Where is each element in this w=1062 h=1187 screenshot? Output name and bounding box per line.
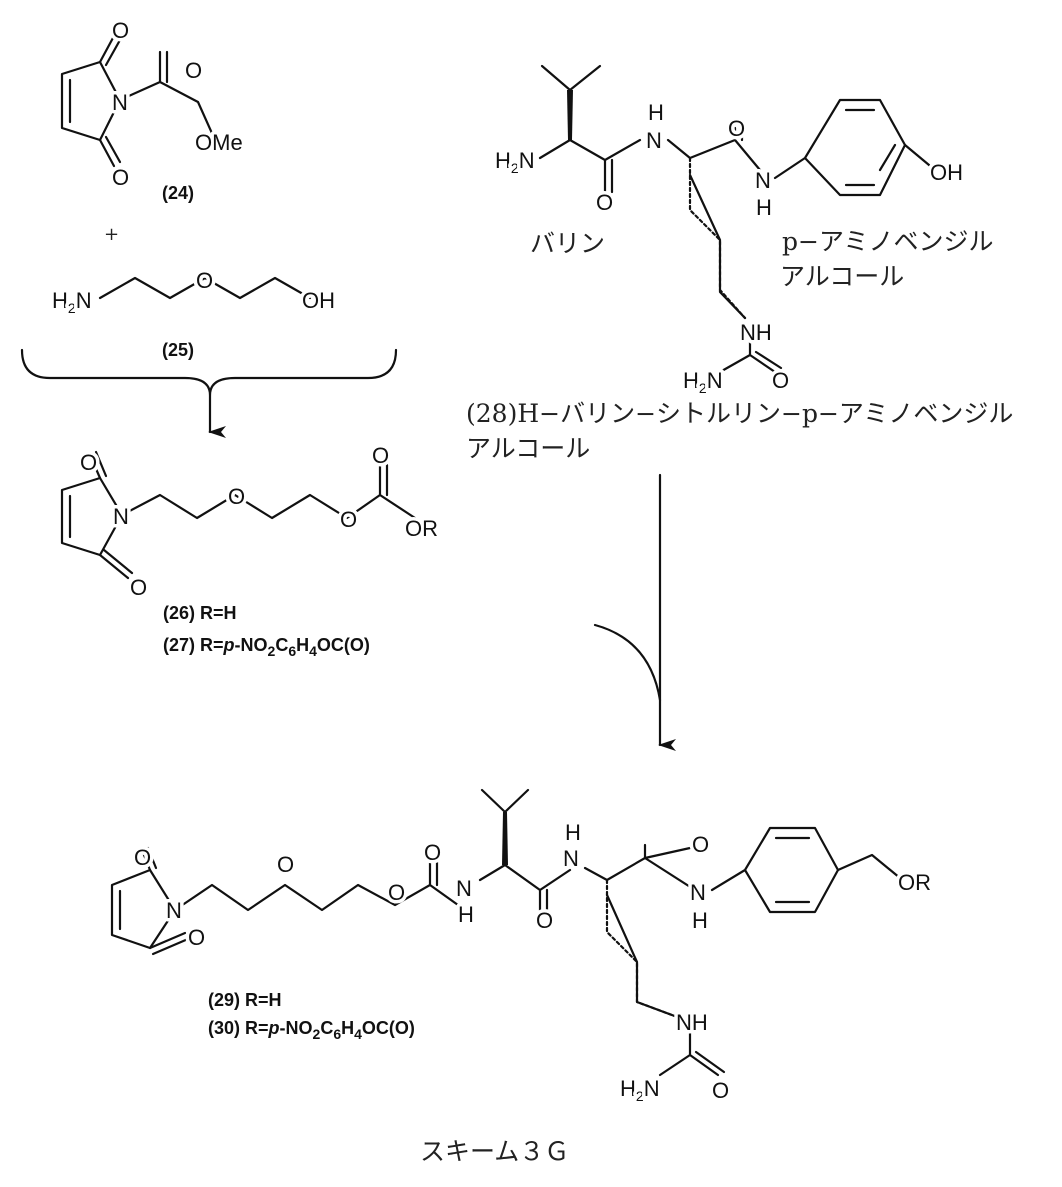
svg-text:バリン: バリン — [530, 229, 605, 258]
svg-text:H2N: H2N — [683, 368, 723, 396]
svg-text:H2N: H2N — [620, 1076, 660, 1104]
svg-text:O: O — [196, 268, 213, 293]
svg-text:(26) R=H: (26) R=H — [163, 603, 237, 623]
compound-24: O O N O OMe (24) — [62, 18, 243, 203]
compound-26-27: O O N O O O OR (26) R=H (27) R=p-NO2C6H4… — [62, 443, 438, 659]
compound-29-30: O O N O O O N H O H N O N H OR NH H2N O … — [112, 790, 931, 1104]
svg-text:NH: NH — [740, 320, 772, 345]
svg-text:(24): (24) — [162, 183, 194, 203]
svg-text:(28)H−バリン−シトルリン−p−アミノベンジル: (28)H−バリン−シトルリン−p−アミノベンジル — [466, 399, 1013, 428]
svg-text:O: O — [134, 845, 151, 870]
svg-text:OR: OR — [405, 516, 438, 541]
svg-text:H2N: H2N — [52, 288, 92, 316]
svg-text:H: H — [648, 100, 664, 125]
svg-text:N: N — [456, 876, 472, 901]
svg-text:O: O — [277, 852, 294, 877]
svg-text:p−アミノベンジル: p−アミノベンジル — [782, 227, 993, 256]
svg-text:N: N — [755, 168, 771, 193]
svg-text:N: N — [166, 898, 182, 923]
svg-text:(27) R=p-NO2C6H4OC(O): (27) R=p-NO2C6H4OC(O) — [163, 635, 370, 659]
svg-text:(30) R=p-NO2C6H4OC(O): (30) R=p-NO2C6H4OC(O) — [208, 1018, 415, 1042]
svg-text:O: O — [388, 880, 405, 905]
compound-28: H2N O H N O N H OH NH H2N O バリン p−アミノベンジ… — [466, 66, 1013, 463]
svg-text:O: O — [130, 575, 147, 600]
svg-text:O: O — [112, 165, 129, 190]
scheme-caption: スキーム３Ｇ — [420, 1137, 569, 1166]
svg-text:N: N — [113, 504, 129, 529]
svg-text:OR: OR — [898, 870, 931, 895]
svg-text:O: O — [596, 190, 613, 215]
svg-text:H: H — [458, 902, 474, 927]
svg-text:O: O — [728, 116, 745, 141]
svg-text:OH: OH — [930, 160, 963, 185]
svg-text:O: O — [80, 450, 97, 475]
svg-text:O: O — [340, 507, 357, 532]
svg-text:O: O — [712, 1078, 729, 1103]
svg-text:O: O — [772, 368, 789, 393]
svg-text:O: O — [692, 832, 709, 857]
svg-text:H2N: H2N — [495, 148, 535, 176]
svg-text:O: O — [112, 18, 129, 43]
svg-text:アルコール: アルコール — [780, 262, 904, 291]
svg-text:O: O — [188, 925, 205, 950]
svg-text:O: O — [372, 443, 389, 468]
svg-text:OMe: OMe — [195, 130, 243, 155]
brace — [22, 350, 396, 395]
svg-text:N: N — [690, 880, 706, 905]
svg-text:O: O — [424, 840, 441, 865]
svg-text:H: H — [756, 195, 772, 220]
svg-text:NH: NH — [676, 1010, 708, 1035]
svg-text:H: H — [692, 908, 708, 933]
svg-text:N: N — [646, 128, 662, 153]
svg-text:N: N — [563, 846, 579, 871]
svg-text:O: O — [185, 58, 202, 83]
svg-text:H: H — [565, 820, 581, 845]
compound-25: H2N O OH (25) — [52, 268, 335, 360]
plus-sign: + — [104, 224, 119, 245]
svg-text:O: O — [228, 484, 245, 509]
curved-arrow — [595, 625, 660, 700]
svg-text:O: O — [536, 908, 553, 933]
svg-text:OH: OH — [302, 288, 335, 313]
svg-text:N: N — [112, 90, 128, 115]
svg-text:(29) R=H: (29) R=H — [208, 990, 282, 1010]
svg-text:アルコール: アルコール — [466, 434, 590, 463]
svg-text:(25): (25) — [162, 340, 194, 360]
